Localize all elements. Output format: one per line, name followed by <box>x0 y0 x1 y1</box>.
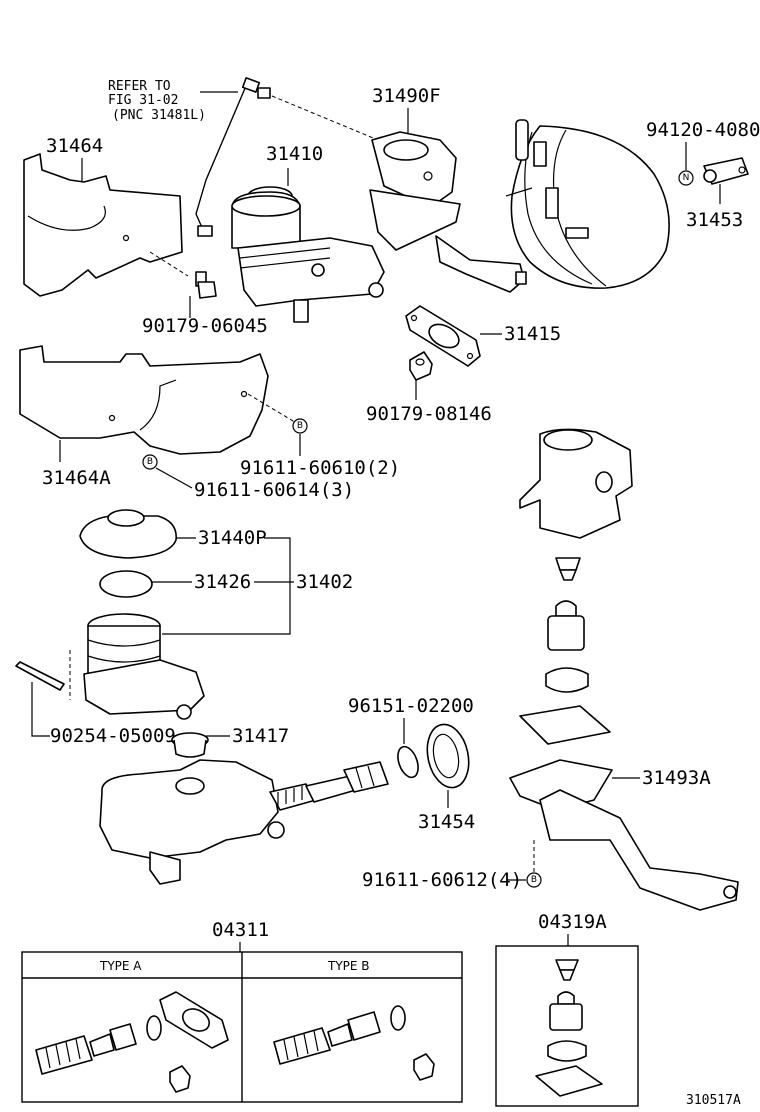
figure-id: 310517A <box>686 1093 741 1108</box>
label-31417: 31417 <box>232 725 289 747</box>
brake-pipe-drawing <box>195 77 271 237</box>
label-91611-60610: 91611-60610(2) <box>240 457 400 479</box>
cup-drawing <box>555 557 581 581</box>
marker-n: N <box>678 170 694 186</box>
label-04311: 04311 <box>212 919 269 941</box>
kit-a-nut-drawing <box>169 1065 191 1093</box>
refer-note-line1: REFER TO <box>108 79 171 94</box>
kit-box-04311: TYPE A TYPE B <box>21 951 463 1103</box>
label-31402: 31402 <box>296 571 353 593</box>
marker-b-60614: B <box>142 454 158 470</box>
reservoir-cap-31440P-drawing <box>79 509 177 559</box>
seal-31454-drawing <box>426 723 470 789</box>
refer-note-line2: FIG 31-02 <box>108 93 178 108</box>
nut-90179-08146-drawing <box>409 351 433 381</box>
kit-box-04319A <box>495 945 639 1107</box>
label-31493A: 31493A <box>642 767 711 789</box>
bracket-stem-drawing <box>519 428 633 539</box>
marker-b-60610: B <box>292 418 308 434</box>
label-96151-02200: 96151-02200 <box>348 695 474 717</box>
marker-n-text: N <box>683 173 690 183</box>
marker-b-60610-text: B <box>297 421 303 431</box>
brake-booster-drawing <box>505 119 670 289</box>
marker-b-60612: B <box>526 872 542 888</box>
kit-a-piston-drawing <box>35 1023 137 1075</box>
label-31453: 31453 <box>686 209 743 231</box>
kit-b-ring-drawing <box>390 1005 406 1031</box>
label-31454: 31454 <box>418 811 475 833</box>
kit-b-piston-drawing <box>273 1011 381 1065</box>
grommet-31417-drawing <box>171 732 209 758</box>
label-90254-05009: 90254-05009 <box>50 725 176 747</box>
label-31464: 31464 <box>46 135 103 157</box>
bracket-31490F-drawing <box>369 131 525 293</box>
label-31440P: 31440P <box>198 527 267 549</box>
cap-drawing <box>545 667 589 693</box>
gasket-31415-drawing <box>405 305 481 367</box>
label-94120-40800: 94120-40800 <box>646 119 760 141</box>
bolt-90179-06045-drawing <box>195 271 217 299</box>
strainer-31426-drawing <box>99 570 153 598</box>
label-31410: 31410 <box>266 143 323 165</box>
kit-04319A-cap-drawing <box>547 1040 587 1062</box>
kit-a-gasket-drawing <box>159 991 229 1049</box>
label-31415: 31415 <box>504 323 561 345</box>
plate-drawing <box>519 705 611 745</box>
label-31426: 31426 <box>194 571 251 593</box>
label-31490F: 31490F <box>372 85 441 107</box>
label-91611-60612: 91611-60612(4) <box>362 869 522 891</box>
kit-04319A-plate-drawing <box>535 1065 603 1097</box>
bracket-31493A-drawing <box>509 759 739 911</box>
master-cylinder-31410-drawing <box>231 186 385 323</box>
piston-drawing <box>547 600 585 651</box>
kit-04319A-cup-drawing <box>555 959 579 981</box>
clevis-31453-drawing <box>703 157 749 185</box>
label-91611-60614: 91611-60614(3) <box>194 479 354 501</box>
label-90179-06045: 90179-06045 <box>142 315 268 337</box>
kit-a-ring-drawing <box>146 1015 162 1041</box>
marker-b-60612-text: B <box>531 875 537 885</box>
shield-31464A-drawing <box>19 345 269 455</box>
label-31464A: 31464A <box>42 467 111 489</box>
label-90179-08146: 90179-08146 <box>366 403 492 425</box>
ring-96151-02200-drawing <box>397 745 419 779</box>
pin-90254-05009-drawing <box>15 650 71 700</box>
kit-04319A-piston-drawing <box>549 991 583 1031</box>
reservoir-31402-drawing <box>83 613 205 720</box>
cylinder-body-drawing <box>99 759 389 885</box>
kit-type-a: TYPE A <box>99 959 142 973</box>
label-04319A: 04319A <box>538 911 607 933</box>
kit-b-nut-drawing <box>413 1053 435 1081</box>
refer-note-line3: (PNC 31481L) <box>112 108 206 123</box>
marker-b-60614-text: B <box>147 457 153 467</box>
kit-type-b: TYPE B <box>327 959 370 973</box>
shield-31464-drawing <box>23 153 183 297</box>
